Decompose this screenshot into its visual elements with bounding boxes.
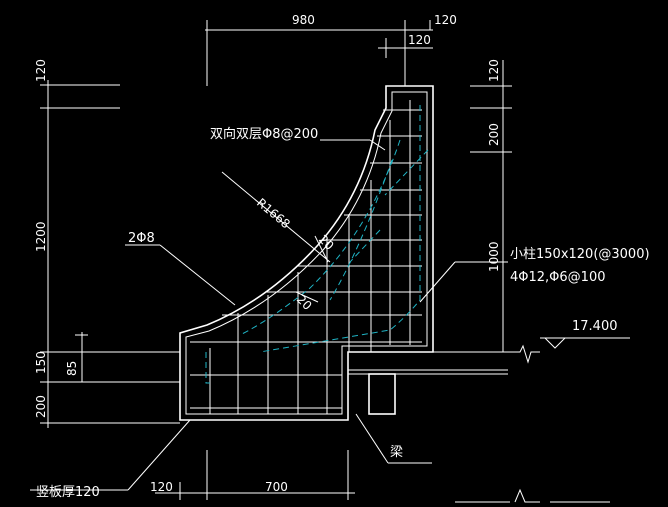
dim-right-top: 120 <box>487 59 501 82</box>
panel-leader <box>127 419 191 491</box>
dim-top-width: 980 <box>292 13 315 27</box>
post-label-line1: 小柱150x120(@3000) <box>510 247 650 262</box>
annotation-text: 双向双层Φ8@200 2Φ8 小柱150x120(@3000) 4Φ12,Φ6@… <box>36 126 650 500</box>
outer-outline <box>179 85 434 421</box>
dim-top-right-b: 120 <box>408 33 431 47</box>
dim-20b-tick <box>295 291 319 303</box>
rebar-double-leader-2 <box>369 139 386 151</box>
dim-left-150: 150 <box>34 351 48 374</box>
inner-outline <box>185 91 428 415</box>
beam-leader <box>355 413 389 464</box>
dim-right-1000: 1000 <box>487 241 501 272</box>
post-label-line2: 4Φ12,Φ6@100 <box>510 270 606 285</box>
bottom-right-break <box>514 488 540 503</box>
rebar-grid <box>190 100 422 414</box>
elevation-triangle <box>543 337 567 349</box>
hidden-curve-3 <box>205 352 210 384</box>
dimension-lines <box>40 20 512 500</box>
rebar-2phi8-label: 2Φ8 <box>128 231 155 246</box>
hidden-diag-2 <box>349 229 381 263</box>
dim-diag-20a: 20 <box>316 232 337 253</box>
break-line <box>508 344 540 364</box>
beam-label: 梁 <box>390 445 403 460</box>
dim-right-200: 200 <box>487 123 501 146</box>
leader-lines <box>30 139 630 503</box>
radius-leader <box>221 171 331 263</box>
dim-bottom-700: 700 <box>265 480 288 494</box>
hidden-diag-1 <box>384 149 429 196</box>
dim-left-85: 85 <box>65 361 79 376</box>
radius-label: R1668 <box>254 196 293 232</box>
panel-thickness-label: 竖板厚120 <box>36 485 100 500</box>
dim-left-main: 1200 <box>34 221 48 252</box>
hidden-curve-2 <box>239 139 401 336</box>
beam-rect <box>368 373 396 415</box>
rebar-2phi8-leader-2 <box>159 244 236 306</box>
dim-20a-tick <box>314 235 329 263</box>
rebar-double-label: 双向双层Φ8@200 <box>210 126 318 142</box>
hidden-rebar-lines <box>205 105 429 384</box>
dim-left-top: 120 <box>34 59 48 82</box>
structure-outline <box>179 85 508 421</box>
hidden-curve-1 <box>259 105 421 353</box>
dim-left-200: 200 <box>34 395 48 418</box>
elevation-label: 17.400 <box>572 319 618 334</box>
dim-top-right-a: 120 <box>434 13 457 27</box>
dim-bottom-120: 120 <box>150 480 173 494</box>
post-leader-2 <box>419 261 456 303</box>
hidden-curve-4 <box>329 159 393 301</box>
dim-diag-20b: 20 <box>294 292 315 313</box>
